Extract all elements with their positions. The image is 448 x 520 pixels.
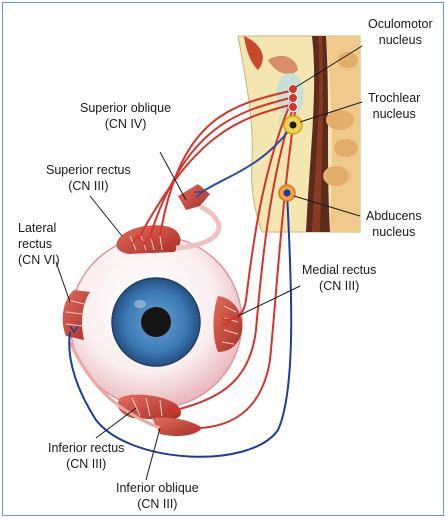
medial-rectus-line2: (CN III) [302,278,376,294]
label-oculomotor-nucleus: Oculomotor nucleus [368,16,433,48]
trochlear-nucleus-line1: Trochlear [368,90,420,106]
superior-rectus-line1: Superior rectus [46,162,131,178]
superior-rectus-muscle [116,225,180,254]
abducens-nucleus-line2: nucleus [366,224,422,240]
medial-rectus-line1: Medial rectus [302,262,376,278]
lateral-rectus-line1: Lateral [18,220,60,236]
oculomotor-nucleus-line1: Oculomotor [368,16,433,32]
superior-rectus-line2: (CN III) [46,178,131,194]
trochlear-nucleus-line2: nucleus [368,106,420,122]
label-inferior-rectus: Inferior rectus (CN III) [48,440,124,472]
superior-oblique-line2: (CN IV) [80,116,171,132]
label-superior-rectus: Superior rectus (CN III) [46,162,131,194]
inferior-rectus-line1: Inferior rectus [48,440,124,456]
lateral-rectus-line3: (CN VI) [18,252,60,268]
inferior-oblique-line2: (CN III) [116,496,199,512]
label-superior-oblique: Superior oblique (CN IV) [80,100,171,132]
label-trochlear-nucleus: Trochlear nucleus [368,90,420,122]
superior-oblique-line1: Superior oblique [80,100,171,116]
label-lateral-rectus: Lateral rectus (CN VI) [18,220,60,268]
label-abducens-nucleus: Abducens nucleus [366,208,422,240]
trochlear-nucleus [284,116,302,134]
label-inferior-oblique: Inferior oblique (CN III) [116,480,199,512]
lateral-rectus-line2: rectus [18,236,60,252]
abducens-nucleus [279,185,295,201]
inferior-oblique-line1: Inferior oblique [116,480,199,496]
iris [112,278,200,366]
inferior-rectus-line2: (CN III) [48,456,124,472]
abducens-nucleus-line1: Abducens [366,208,422,224]
brainstem-section [238,36,360,232]
pupil [141,307,171,337]
oculomotor-nucleus-line2: nucleus [368,32,433,48]
oculomotor-nucleus [289,85,298,112]
label-medial-rectus: Medial rectus (CN III) [302,262,376,294]
